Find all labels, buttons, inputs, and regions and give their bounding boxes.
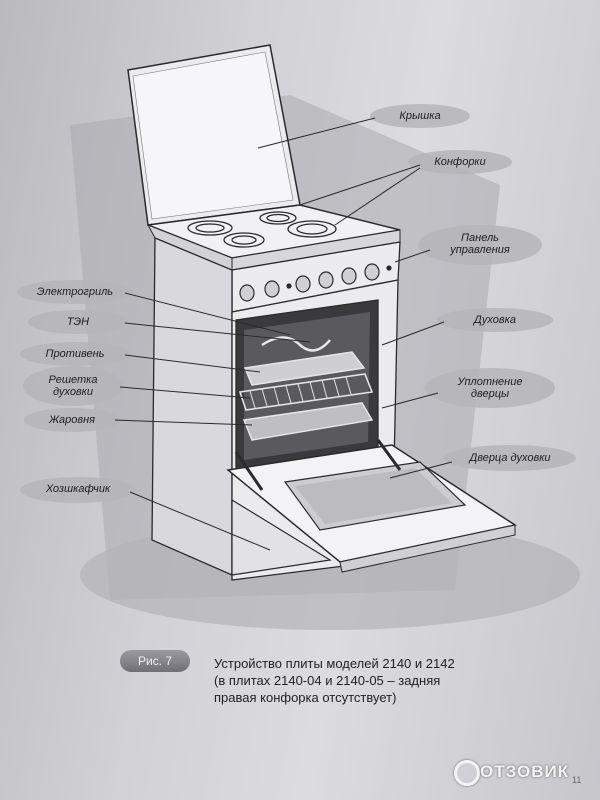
figure-number-badge: Рис. 7 (120, 650, 190, 672)
page-number: 11 (572, 775, 582, 785)
figure-caption: Устройство плиты моделей 2140 и 2142 (в … (214, 655, 544, 706)
label-oven-rack: Решетка духовки (28, 374, 118, 398)
caption-line-1: Устройство плиты моделей 2140 и 2142 (214, 656, 455, 671)
label-control-panel: Панель управления (425, 232, 535, 256)
side-panel (151, 237, 233, 576)
label-oven-rack-line1: Решетка (48, 374, 98, 386)
leader-lines (114, 117, 453, 551)
label-baking-tray: Противень (45, 348, 105, 360)
baking-tray (243, 351, 366, 386)
oven-rack (238, 373, 374, 411)
grill-element (261, 336, 331, 352)
label-lid: Крышка (399, 110, 441, 122)
knobs (239, 263, 392, 302)
caption-line-2: (в плитах 2140-04 и 2140-05 – задняя (214, 673, 441, 688)
watermark-text: ОТЗОВИК (480, 762, 570, 781)
label-oven-door: Дверца духовки (469, 452, 551, 464)
label-storage-drawer: Хозшкафчик (45, 483, 111, 495)
roasting-pan (242, 402, 374, 441)
label-door-seal-line2: дверцы (470, 388, 510, 400)
storage-drawer-shape (231, 498, 332, 576)
burners (187, 211, 337, 248)
label-roasting-pan: Жаровня (48, 414, 96, 426)
caption-line-3: правая конфорка отсутствует) (214, 690, 397, 705)
label-door-seal-line1: Уплотнение (457, 376, 523, 388)
watermark-icon (454, 760, 480, 786)
label-electric-grill: Электрогриль (36, 286, 114, 298)
label-oven-rack-line2: духовки (52, 386, 93, 398)
label-control-panel-line1: Панель (461, 232, 499, 244)
label-heating-element: ТЭН (66, 316, 90, 328)
label-door-seal: Уплотнение дверцы (435, 376, 545, 400)
label-control-panel-line2: управления (450, 244, 510, 256)
label-oven: Духовка (474, 314, 516, 326)
label-burners: Конфорки (434, 156, 486, 168)
